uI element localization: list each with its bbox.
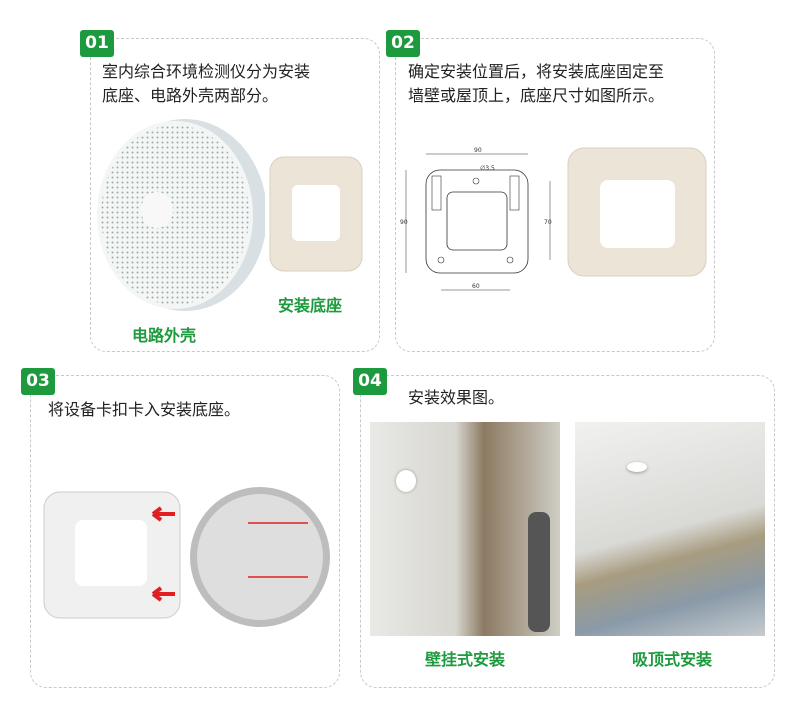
step-4-text: 安装效果图。 [408, 388, 505, 407]
base-dimension-drawing: 90 90 70 60 ∅3.5 [400, 147, 552, 291]
step-4-panel [360, 375, 775, 688]
step-1-line2: 底座、电路外壳两部分。 [102, 86, 279, 105]
worker [528, 512, 550, 632]
step-1-badge: 01 [80, 30, 114, 57]
step-2-line2: 墙壁或屋顶上，底座尺寸如图所示。 [408, 86, 665, 105]
dim-hole-h: 60 [472, 283, 480, 290]
step-1-line1: 室内综合环境检测仪分为安装 [102, 62, 311, 81]
step-2-badge: 02 [386, 30, 420, 57]
base-clip-image [43, 491, 181, 619]
dim-width: 90 [474, 147, 482, 154]
step-2-panel [395, 38, 715, 352]
dim-height: 90 [400, 219, 408, 226]
circuit-shell-image [97, 119, 265, 311]
step-4-badge: 04 [353, 368, 387, 395]
device-back-image [190, 487, 330, 627]
step-3-text: 将设备卡扣卡入安装底座。 [48, 400, 241, 419]
wall-mount-photo [370, 422, 560, 636]
step-3-badge: 03 [21, 368, 55, 395]
dim-hole-diameter: ∅3.5 [480, 165, 495, 172]
shell-label: 电路外壳 [132, 326, 197, 345]
wall-mount-caption: 壁挂式安装 [425, 650, 506, 669]
step-3-panel [30, 375, 340, 688]
base-photo [567, 147, 707, 277]
ceiling-mount-caption: 吸顶式安装 [632, 650, 713, 669]
ceiling-device [627, 462, 647, 472]
dim-hole-v: 70 [544, 219, 552, 226]
step-2-line1: 确定安装位置后，将安装底座固定至 [408, 62, 665, 81]
wall-device [396, 470, 416, 492]
mounting-base-image [269, 156, 363, 272]
base-label: 安装底座 [278, 296, 343, 315]
step-1-panel [90, 38, 380, 352]
ceiling-mount-photo [575, 422, 765, 636]
step-2-text: 确定安装位置后，将安装底座固定至墙壁或屋顶上，底座尺寸如图所示。 [408, 60, 664, 108]
step-1-text: 室内综合环境检测仪分为安装底座、电路外壳两部分。 [102, 60, 310, 108]
